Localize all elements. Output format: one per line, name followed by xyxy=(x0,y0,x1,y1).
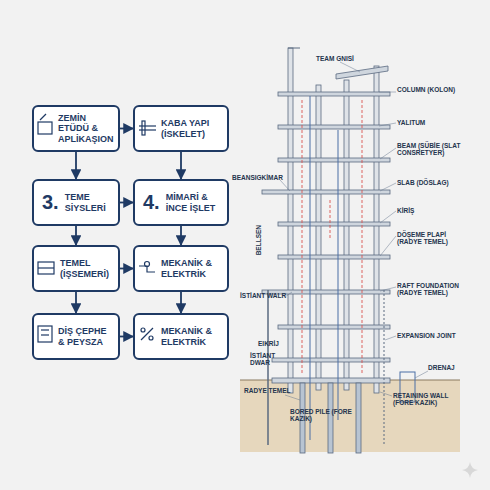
step-text: KABA YAPI (İSKELET) xyxy=(161,118,223,139)
ground xyxy=(240,380,460,452)
expansion-joint xyxy=(384,290,385,445)
part-label: BEAM (SÜBİE (SLAT CONSRETYER) xyxy=(397,142,467,157)
process-box: KABA YAPI (İSKELET) xyxy=(133,105,229,152)
part-label: BELLSEN xyxy=(255,225,262,255)
flow-arrow xyxy=(120,128,133,130)
part-label: BEANSIGKİMAR xyxy=(232,174,287,181)
flow-arrow xyxy=(120,336,133,338)
step-number: 4. xyxy=(143,191,160,214)
flow-arrow xyxy=(180,292,182,313)
part-label: RETAINING WALL (FORE KAZIK) xyxy=(393,392,468,407)
flow-arrow xyxy=(75,292,77,313)
retaining-wall xyxy=(267,290,269,445)
flow-arrow xyxy=(120,268,133,270)
mast-top xyxy=(288,48,300,49)
flow-arrow xyxy=(75,226,77,245)
flow-arrow xyxy=(180,226,182,245)
slabs xyxy=(262,92,390,383)
part-label: İSTİANT WALR xyxy=(240,292,288,299)
watermark-star xyxy=(462,462,478,478)
process-box: 3. TEME SİYSLERİ xyxy=(32,179,120,226)
step-text: ZEMİN ETÜDÜ & APLİKAŞION xyxy=(58,113,114,144)
part-label: SLAB (DÖSLAG) xyxy=(397,179,467,186)
part-label: TEAM GNISİ xyxy=(316,55,366,62)
part-label: YALITUM xyxy=(397,119,457,126)
part-label: EXPANSION JOINT xyxy=(397,332,477,339)
step-text: DİŞ ÇEPHE & PEYSZA xyxy=(58,326,114,347)
part-label: İSTİANT DWAR xyxy=(250,352,290,367)
part-label: DRENAJ xyxy=(428,364,468,371)
part-label: COLUMN (KOLON) xyxy=(397,86,457,93)
flow-arrow xyxy=(120,202,133,204)
part-label: BORED PILE (FORE KAZIK) xyxy=(290,408,360,423)
step-text: MEKANİK & ELEKTRİK xyxy=(161,326,223,347)
columns xyxy=(288,48,379,393)
step-text: TEMEL (İŞSEMERİ) xyxy=(60,258,114,279)
process-box: DİŞ ÇEPHE & PEYSZA xyxy=(32,313,120,360)
rebar-lines xyxy=(302,100,362,375)
pipes xyxy=(310,96,338,440)
process-box: MEKANİK & ELEKTRİK xyxy=(133,313,229,360)
part-label: EIKRİJ xyxy=(258,340,292,347)
part-label: RADYE TEMEL xyxy=(244,387,299,394)
process-box: 4. MİMARİ & İNCE İŞLET xyxy=(133,179,229,226)
icons xyxy=(38,114,156,342)
part-label: DÖŞEME PLAPİ (RADYE TEMEL) xyxy=(397,231,467,246)
part-label: RAFT FOUNDATION (RADYE TEMEL) xyxy=(397,282,477,297)
part-label: KİRİŞ xyxy=(397,207,447,214)
step-text: MİMARİ & İNCE İŞLET xyxy=(166,192,223,213)
flow-arrow xyxy=(75,152,77,179)
process-box: ZEMİN ETÜDÜ & APLİKAŞION xyxy=(32,105,120,152)
flow-arrow xyxy=(180,152,182,179)
step-number: 3. xyxy=(42,191,59,214)
step-text: MEKANİK & ELEKTRİK xyxy=(161,258,223,279)
roof xyxy=(336,66,388,79)
step-text: TEME SİYSLERİ xyxy=(65,192,114,213)
